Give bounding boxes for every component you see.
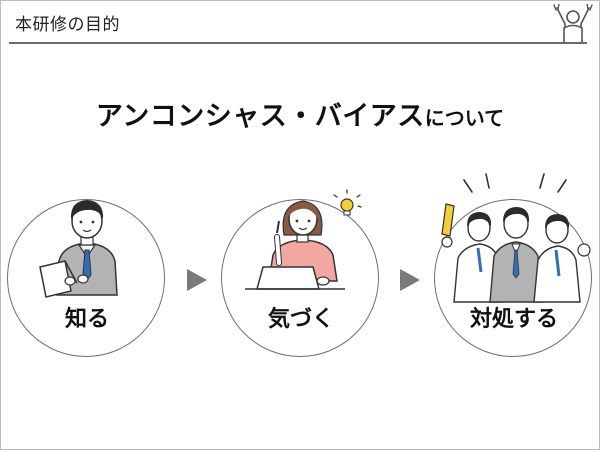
step-label: 対処する <box>469 307 558 332</box>
step-label: 気づく <box>267 307 334 332</box>
header-divider <box>9 42 587 44</box>
arrow-right-icon <box>400 269 420 291</box>
step-label: 知る <box>64 307 109 332</box>
page-title: 本研修の目的 <box>15 15 120 35</box>
heading-suffix: について <box>424 106 505 130</box>
step-act: 対処する <box>434 173 594 359</box>
team-cheering-icon <box>441 173 591 303</box>
heading-main: アンコンシャス・バイアス <box>95 101 425 132</box>
slide-heading: アンコンシャス・バイアスについて <box>1 94 599 133</box>
woman-with-lightbulb-icon <box>245 189 362 290</box>
man-with-laptop-icon <box>39 200 118 298</box>
step-notice: 気づく <box>221 189 381 359</box>
step-know: 知る <box>7 199 167 359</box>
arrow-right-icon <box>187 269 207 291</box>
cheering-person-icon <box>553 4 593 43</box>
